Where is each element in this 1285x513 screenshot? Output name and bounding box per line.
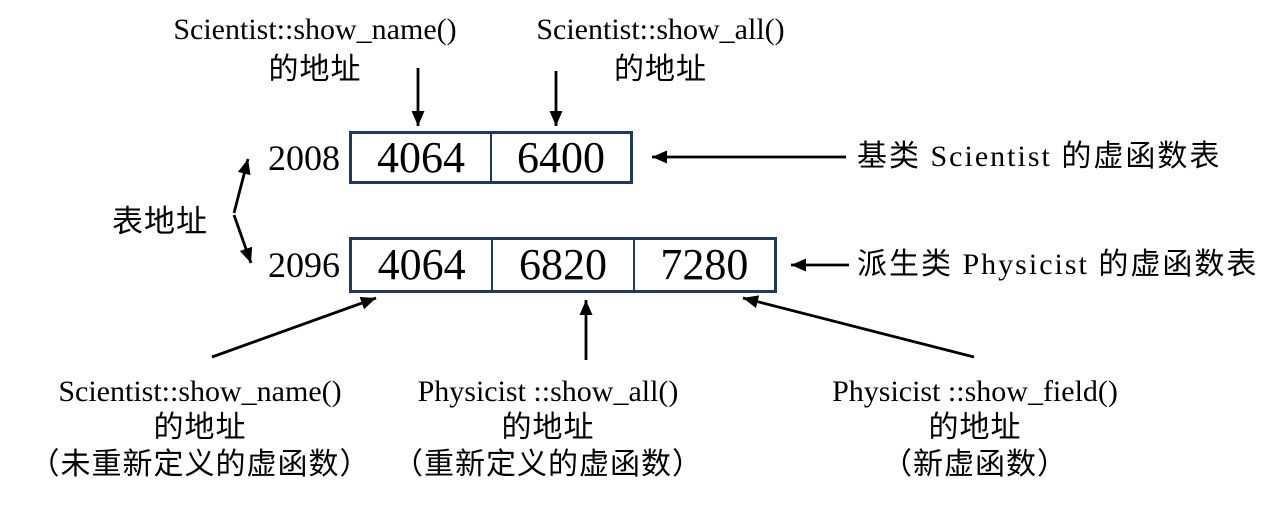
vtable1-box: 4064 6400 [349,131,633,184]
vtable2-cell-3: 7280 [660,240,749,289]
vtable2-cell-2: 6820 [493,240,635,290]
vtable1-caption: 基类 Scientist 的虚函数表 [857,140,1222,173]
bottom-label-show-field-function: Physicist ::show_field() [832,375,1118,408]
bottom-label-show-field-sub: 的地址 [928,411,1022,444]
bottom-label-show-all: Physicist ::show_all() 的地址 （重新定义的虚函数） [383,374,713,484]
bottom-label-show-name-function: Scientist::show_name() [58,375,342,408]
vtable2-address: 2096 [268,245,340,285]
top-label-show-all-function: Scientist::show_all() [536,13,785,46]
top-label-show-name-sub: 的地址 [268,53,362,86]
top-label-show-all: Scientist::show_all() 的地址 [498,10,823,90]
vtable1-address: 2008 [268,137,340,178]
vtable1-cell-2: 6400 [517,132,605,182]
vtable2-box: 4064 6820 7280 [349,237,777,293]
bottom-label-show-field-note: （新虚函数） [882,448,1068,481]
vtable2-cell-1: 4064 [352,240,494,290]
arrow-bottom-show-field-to-vtable2-icon [742,295,975,359]
bottom-label-show-name: Scientist::show_name() 的地址 （未重新定义的虚函数） [10,374,390,484]
bottom-label-show-all-note: （重新定义的虚函数） [393,448,703,481]
bottom-label-show-name-sub: 的地址 [153,411,247,444]
table-address-label: 表地址 [112,204,208,239]
arrow-bottom-show-name-to-vtable2-icon [211,296,377,359]
top-label-show-name: Scientist::show_name() 的地址 [160,10,470,90]
vtable1-cell-1: 4064 [352,134,492,181]
bottom-label-show-all-sub: 的地址 [501,411,595,444]
top-label-show-name-function: Scientist::show_name() [173,13,457,46]
bottom-label-show-field: Physicist ::show_field() 的地址 （新虚函数） [795,374,1155,484]
top-label-show-all-sub: 的地址 [614,53,707,86]
bottom-label-show-name-note: （未重新定义的虚函数） [29,448,371,481]
bottom-label-show-all-function: Physicist ::show_all() [417,375,679,408]
vtable2-caption: 派生类 Physicist 的虚函数表 [857,248,1259,281]
